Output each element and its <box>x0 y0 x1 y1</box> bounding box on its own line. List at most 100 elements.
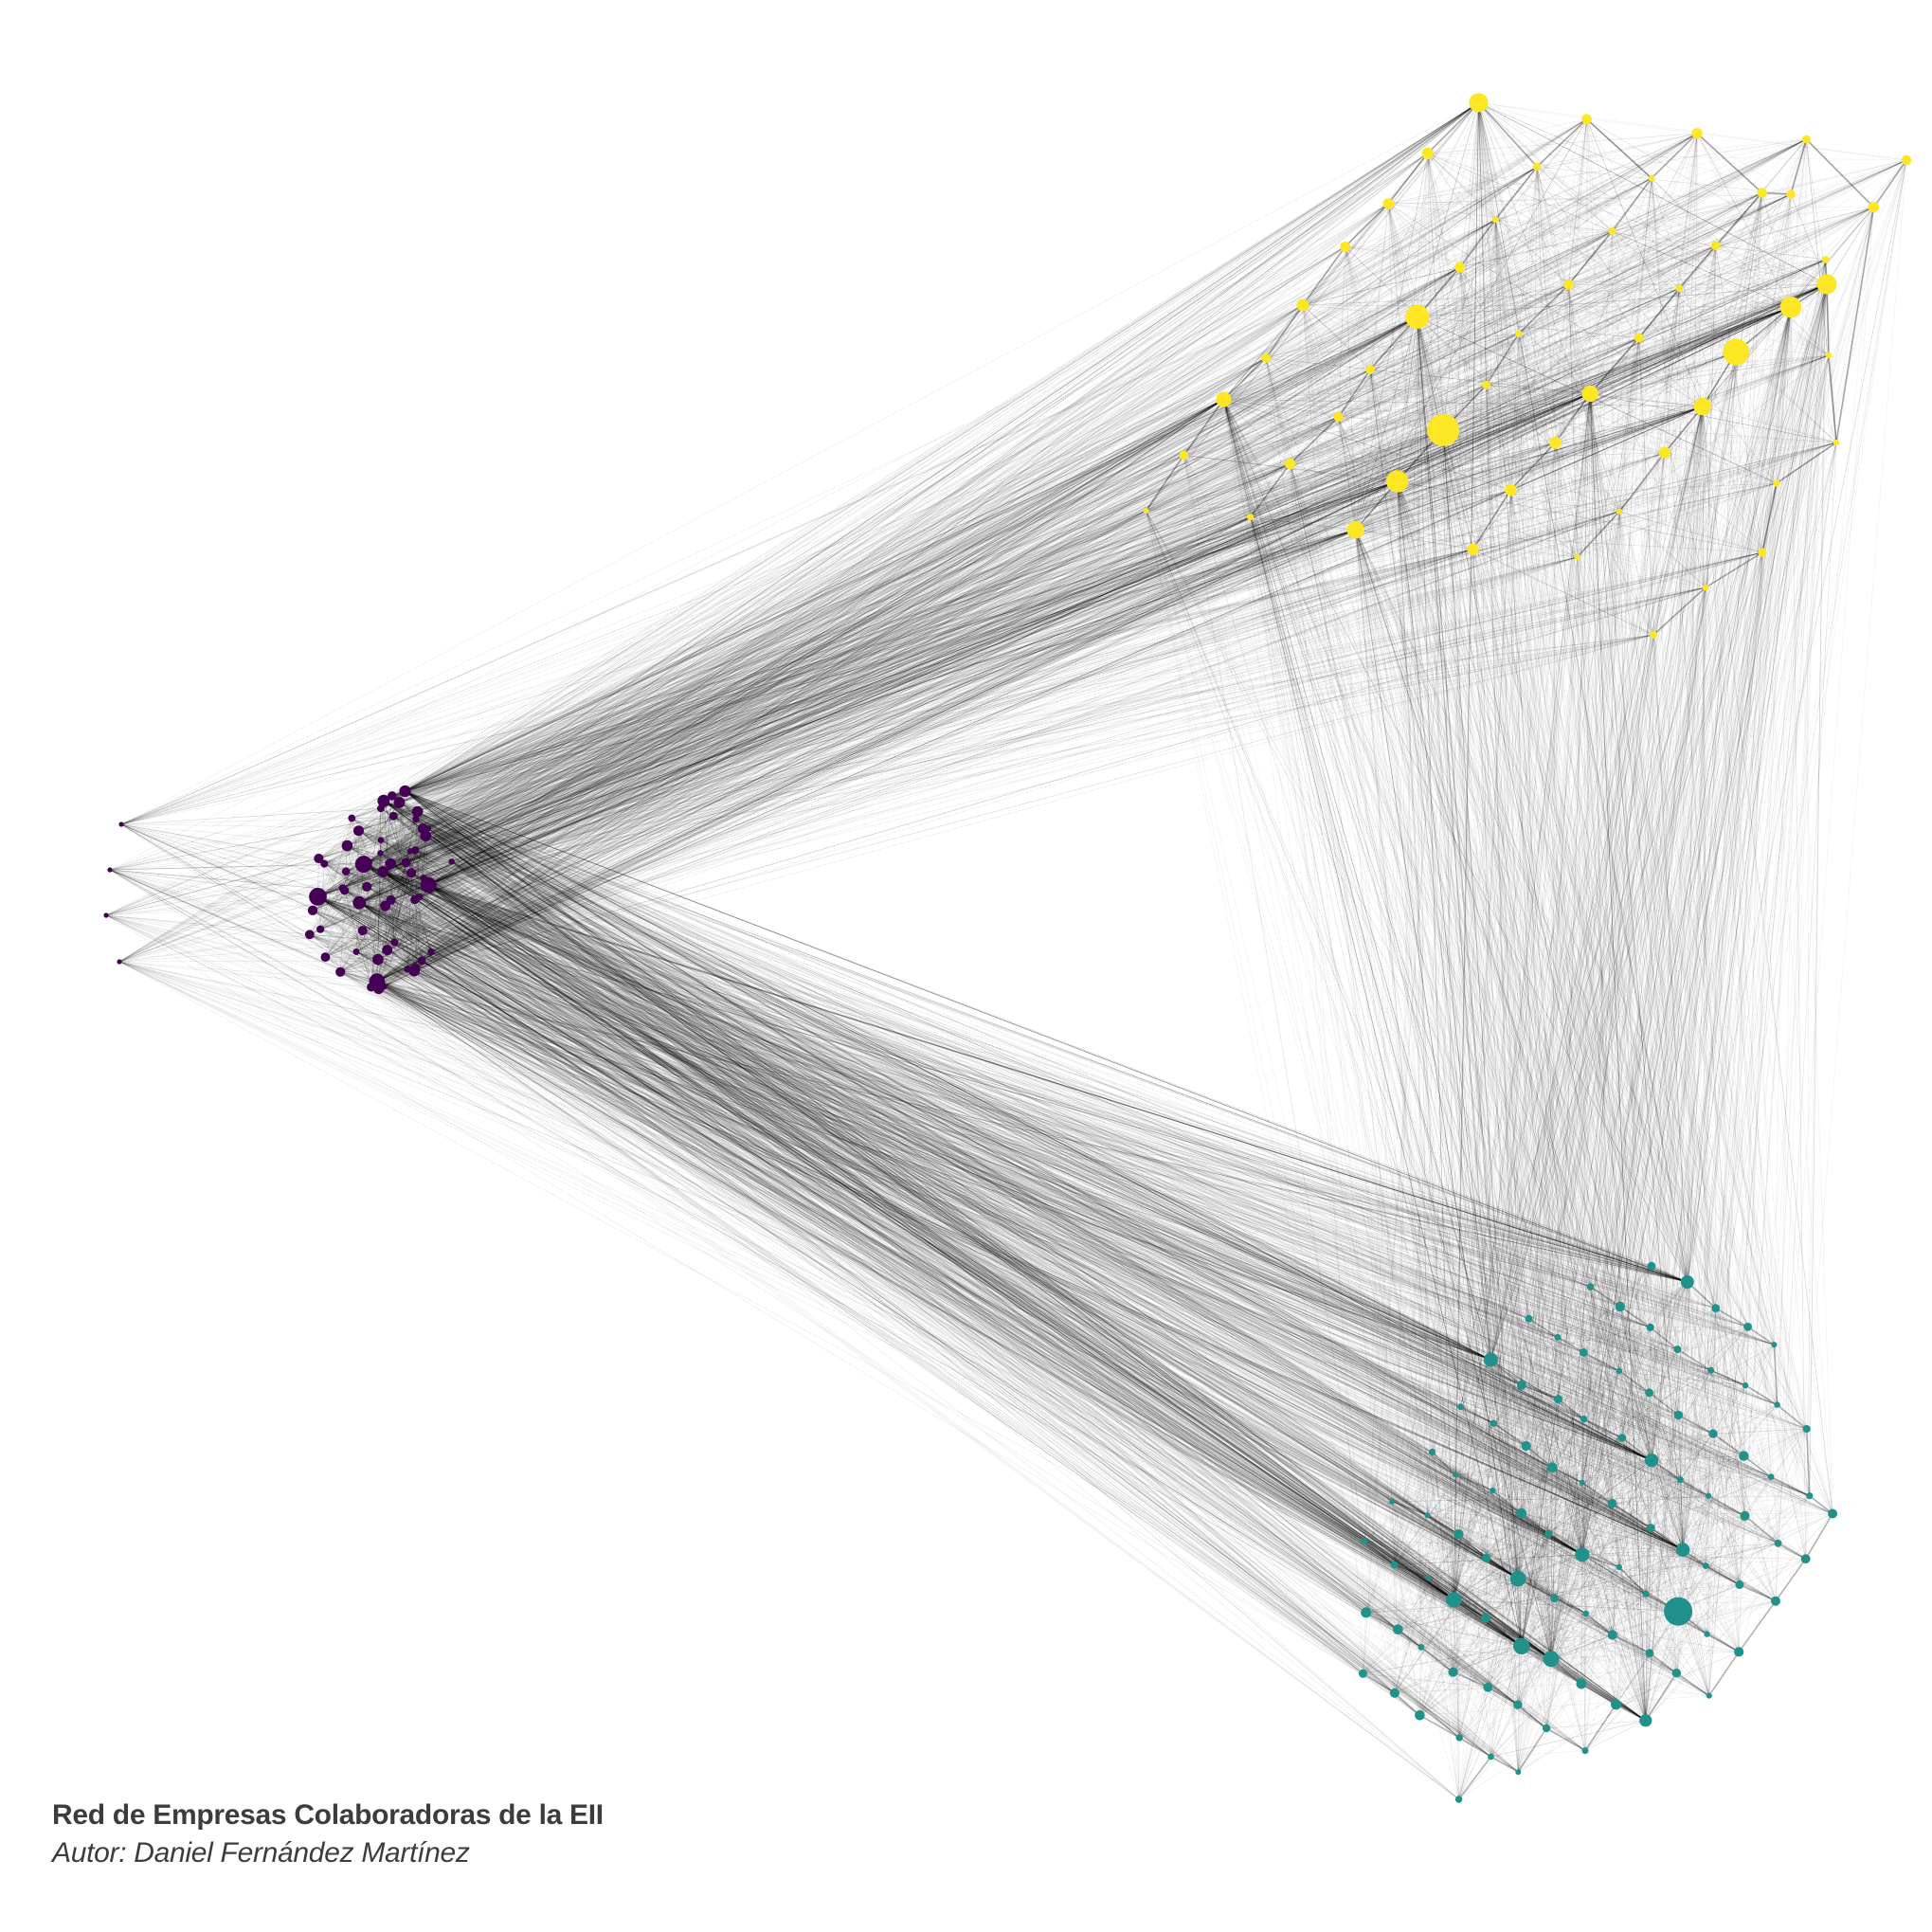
edge <box>352 306 1792 819</box>
edge <box>339 102 1479 973</box>
edge <box>424 283 1569 879</box>
edge <box>358 529 1356 832</box>
edge <box>409 133 1698 852</box>
edge <box>383 442 1556 873</box>
edge <box>355 399 1224 952</box>
edge <box>415 354 1830 968</box>
edge <box>376 102 1479 982</box>
edge <box>359 354 1830 904</box>
edge <box>390 551 1763 864</box>
edge <box>405 442 1556 792</box>
edge <box>405 153 1428 792</box>
edge <box>380 316 1417 809</box>
edge <box>415 516 1251 820</box>
edge <box>317 399 1224 897</box>
edge <box>428 306 1792 886</box>
edge <box>363 193 1792 865</box>
edge <box>428 283 1828 886</box>
edge <box>317 283 1569 897</box>
edge <box>383 393 1591 802</box>
edge <box>417 416 1339 812</box>
edge <box>342 283 1828 889</box>
edge <box>355 354 1830 952</box>
edge <box>383 133 1698 873</box>
edge <box>318 177 1652 859</box>
edge <box>428 406 1704 886</box>
edge <box>391 406 1703 797</box>
edge <box>414 529 1356 900</box>
edge <box>363 416 1339 865</box>
edge <box>317 384 1487 897</box>
edge <box>384 306 1792 987</box>
edge <box>414 529 1356 971</box>
edge <box>383 246 1345 802</box>
edge <box>383 529 1356 873</box>
edge <box>414 316 1417 971</box>
edge <box>363 452 1665 865</box>
edge <box>359 306 1792 904</box>
edge <box>422 406 1704 829</box>
edge <box>359 480 1398 904</box>
edge <box>393 283 1828 817</box>
edge <box>340 357 1267 973</box>
edge <box>405 480 1398 792</box>
edge <box>380 193 1792 854</box>
edge <box>383 416 1339 873</box>
edge <box>383 219 1496 873</box>
edge <box>409 463 1291 852</box>
edge <box>325 480 1398 958</box>
edge <box>370 480 1398 988</box>
edge <box>359 166 1538 903</box>
edge <box>340 287 1680 973</box>
edge <box>394 193 1792 943</box>
edge <box>346 442 1556 873</box>
edge <box>317 549 1473 897</box>
edge <box>384 393 1591 987</box>
edge <box>105 138 1807 916</box>
edge <box>391 416 1339 797</box>
edge <box>428 283 1828 886</box>
edge <box>317 406 1704 897</box>
edge <box>363 304 1304 865</box>
edge <box>380 192 1762 809</box>
edge <box>428 304 1304 886</box>
edge <box>367 587 1706 888</box>
edge <box>410 399 1224 874</box>
edge <box>363 480 1398 865</box>
edge <box>451 283 1828 862</box>
edge <box>358 369 1371 832</box>
edge <box>109 399 1224 871</box>
edge <box>358 480 1398 832</box>
edge <box>358 259 1826 832</box>
edge <box>415 259 1826 968</box>
edge <box>359 429 1444 904</box>
edge <box>380 316 1417 840</box>
edge <box>430 516 1251 952</box>
edge <box>347 306 1792 846</box>
edge <box>409 316 1417 852</box>
edge <box>422 193 1792 829</box>
edge <box>378 306 1792 986</box>
edge <box>317 442 1556 897</box>
edge <box>383 337 1639 802</box>
edge <box>410 416 1339 874</box>
edge <box>120 357 1267 825</box>
edge <box>427 463 1291 829</box>
edge <box>380 352 1737 809</box>
edge <box>383 352 1737 802</box>
edge <box>317 159 1907 897</box>
edge <box>378 480 1398 986</box>
edge <box>383 429 1444 802</box>
edge <box>428 283 1828 886</box>
edge <box>340 399 1224 973</box>
edge <box>399 480 1398 803</box>
edge <box>376 316 1417 982</box>
edge <box>428 399 1224 886</box>
edge <box>318 153 1428 859</box>
edge <box>312 529 1356 912</box>
edge <box>378 393 1591 986</box>
edge <box>384 529 1356 987</box>
edge <box>430 244 1716 952</box>
edge <box>358 102 1479 903</box>
